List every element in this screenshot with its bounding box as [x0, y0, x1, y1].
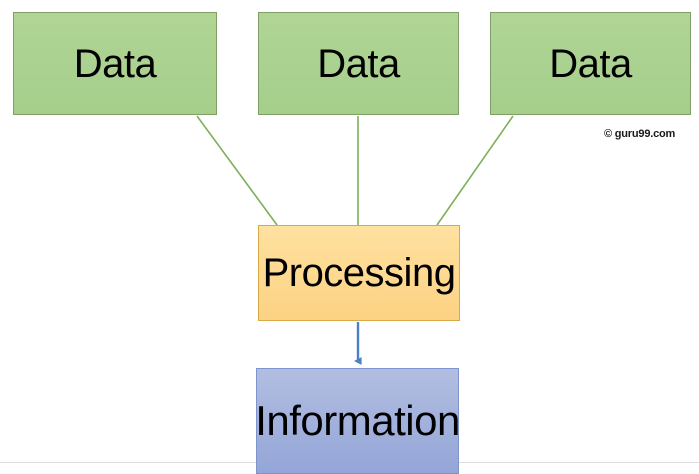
node-information[interactable]: Information — [255, 368, 460, 474]
watermark-guru99: © guru99.com — [604, 128, 676, 140]
node-data-3[interactable]: Data — [490, 12, 691, 115]
node-data-3-label: Data — [549, 41, 632, 86]
connector-data1-to-processing — [196, 115, 278, 226]
node-data-1[interactable]: Data — [13, 12, 217, 115]
node-data-1-label: Data — [73, 41, 157, 86]
node-data-2-label: Data — [317, 41, 400, 86]
node-processing-label: Processing — [262, 251, 456, 295]
node-data-2[interactable]: Data — [258, 12, 459, 115]
connector-data3-to-processing — [436, 115, 514, 226]
node-information-label: Information — [255, 397, 460, 444]
node-processing[interactable]: Processing — [258, 225, 460, 321]
